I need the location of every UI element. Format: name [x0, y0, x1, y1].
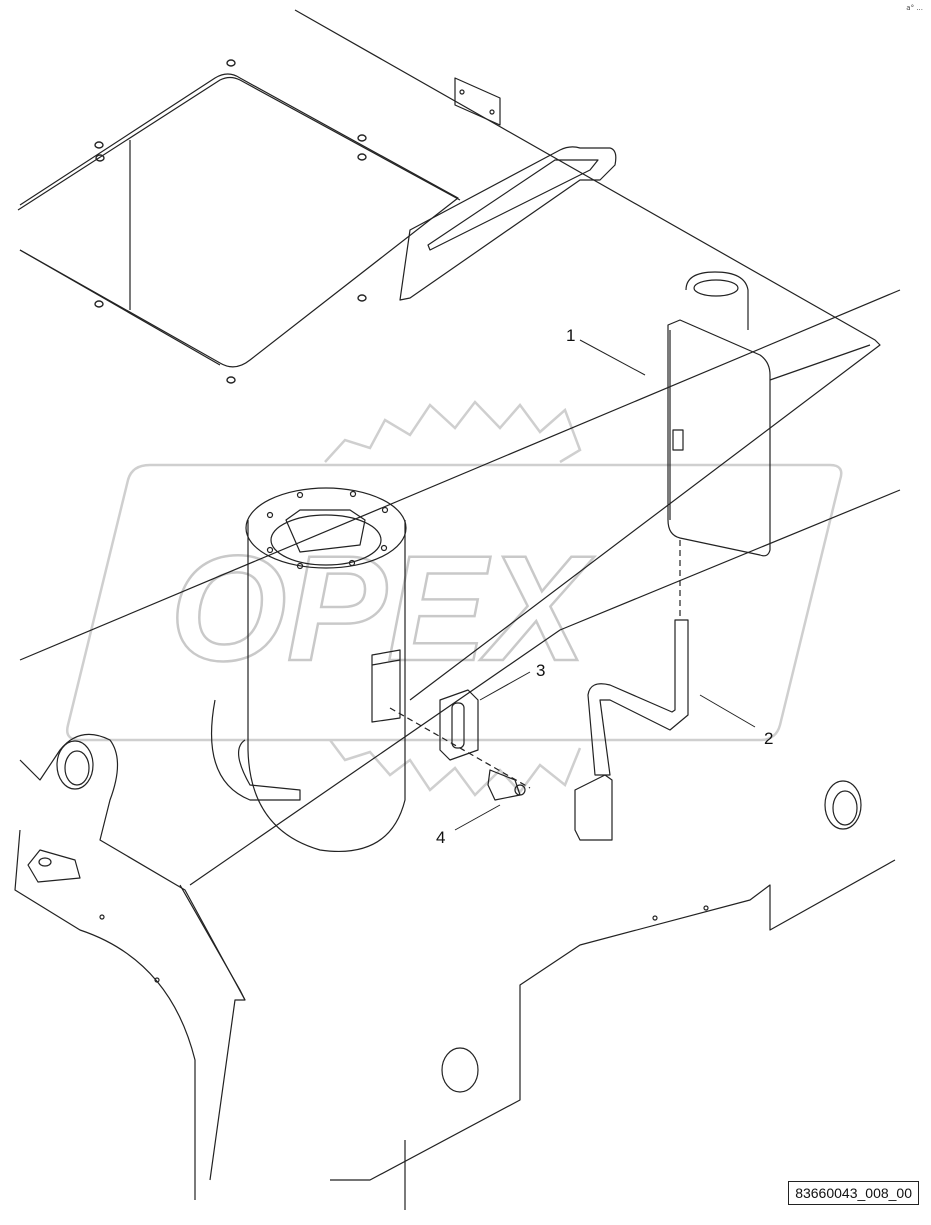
- watermark-text: OPEX: [170, 524, 595, 692]
- tow-eye: [27, 849, 81, 883]
- access-cover: [19, 73, 459, 368]
- callout-4: 4: [436, 828, 446, 847]
- grab-handle: [399, 146, 617, 301]
- column-bolt-holes: [266, 490, 389, 570]
- leader-lines: [454, 339, 756, 831]
- corner-mark: a° ...: [906, 4, 923, 12]
- mount-plate: [371, 649, 401, 723]
- callout-3: 3: [536, 661, 546, 680]
- bracket-item-3: [439, 689, 479, 761]
- rod-grip: [574, 774, 613, 841]
- opex-watermark: OPEX: [66, 400, 843, 797]
- bolt-item-4: [487, 769, 521, 801]
- steering-column: [247, 520, 406, 852]
- mirror-post: [685, 271, 749, 330]
- drawing-code-label: 83660043_008_00: [788, 1181, 919, 1205]
- chassis-lower: [19, 733, 246, 1181]
- hood-panel: [294, 9, 881, 701]
- cover-bolts: [94, 59, 367, 384]
- callout-1: 1: [566, 326, 576, 345]
- callout-2: 2: [764, 729, 774, 748]
- hinge-tab: [454, 77, 501, 126]
- rod-item-2: [587, 619, 689, 776]
- mirror-item-1: [667, 319, 771, 557]
- hood-top-edge: [17, 76, 461, 211]
